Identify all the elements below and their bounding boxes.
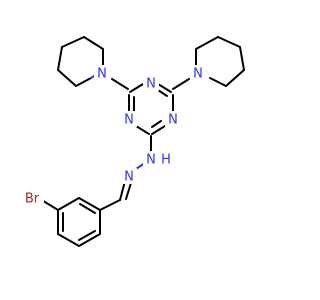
hydrazone-h-label: H [161,153,171,168]
bromine-label: Br [25,192,40,207]
triazine-ring [128,83,174,135]
triazine-n-left-label: N [124,113,134,128]
structure-svg: N N N N N N H N Br [22,36,245,247]
triazine-n-right-label: N [168,113,178,128]
hydrazone-imine-n-label: N [124,170,134,185]
piperidine-triazine-links [111,78,190,90]
piperidine-n-right-label: N [193,67,203,82]
piperidine-ring-left [57,36,104,87]
atom-labels: N N N N N N H N Br [22,65,206,207]
hydrazone-nh-label: N [146,153,156,168]
molecule-diagram: N N N N N N H N Br [22,36,245,247]
triazine-n-top-label: N [146,77,156,92]
hydrazone-chain [99,135,152,211]
piperidine-ring-right [195,36,245,87]
bromophenyl-ring [39,197,101,247]
piperidine-n-left-label: N [97,67,107,82]
